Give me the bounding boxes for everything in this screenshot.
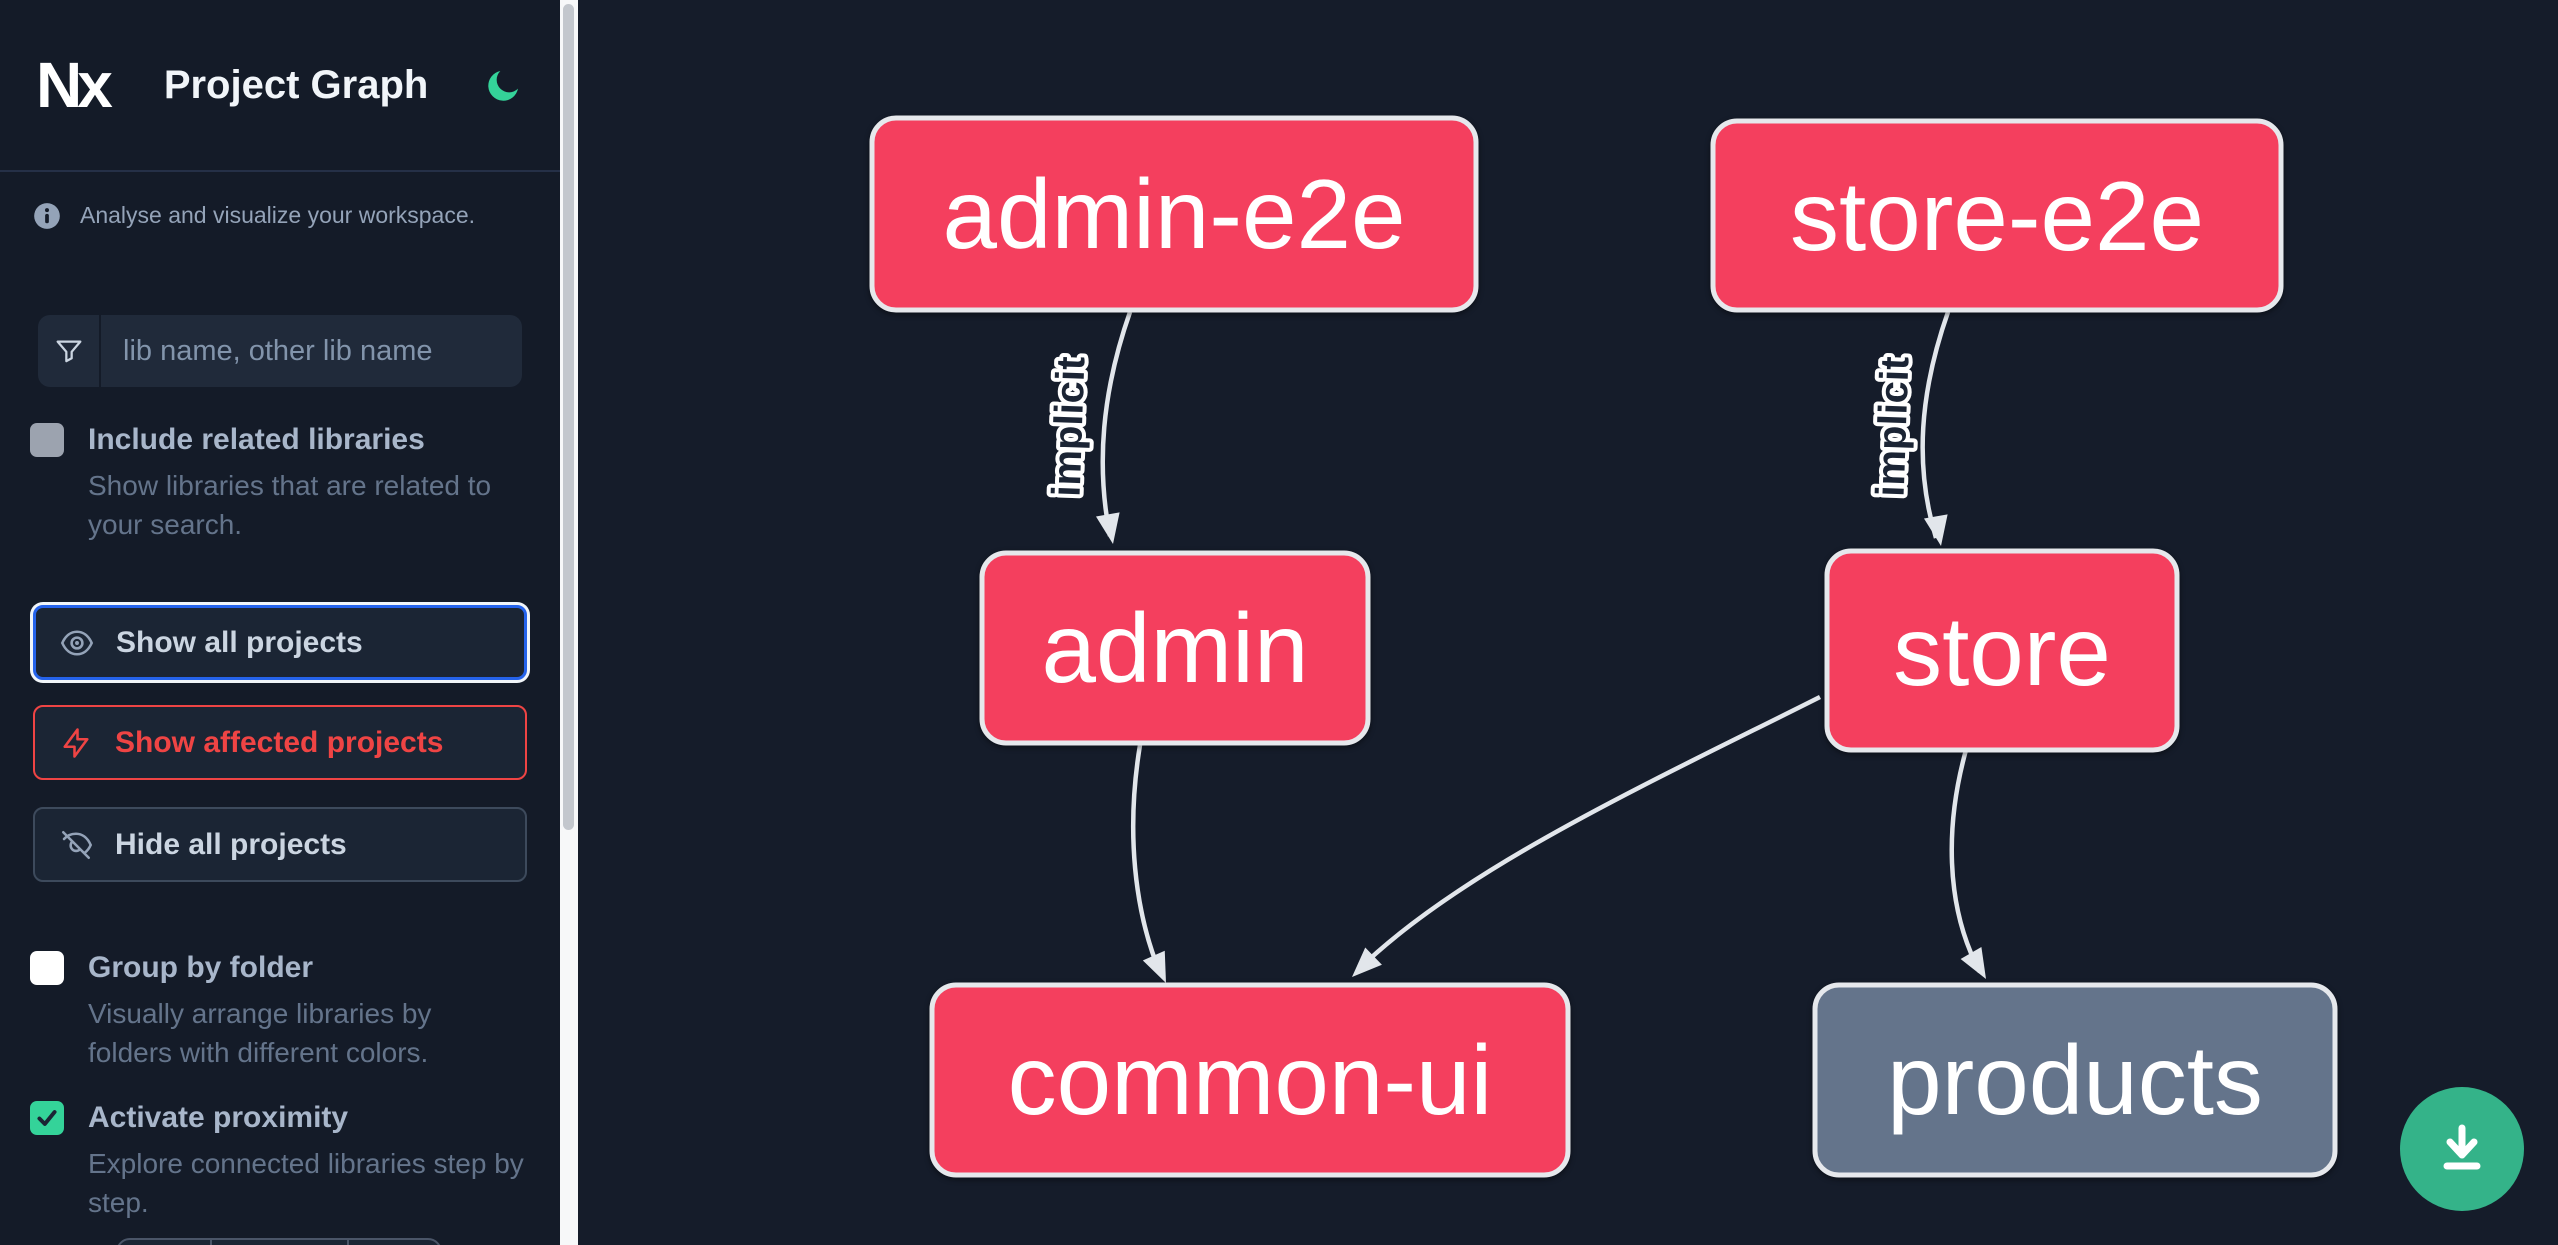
stepper-increment[interactable]	[349, 1240, 440, 1245]
proximity-depth-stepper[interactable]	[116, 1238, 442, 1245]
edge-store-products[interactable]	[1949, 749, 1982, 974]
group-by-folder-checkbox[interactable]	[30, 951, 64, 985]
edge-label-implicit: implicit	[1045, 356, 1094, 497]
node-products[interactable]: products	[1812, 982, 2338, 1178]
arrowhead-icon	[1352, 947, 1382, 977]
option-description: Visually arrange libraries by folders wi…	[88, 998, 432, 1068]
node-label: store	[1893, 596, 2111, 706]
node-admin[interactable]: admin	[979, 550, 1371, 746]
show-all-projects-button[interactable]: Show all projects	[33, 605, 527, 680]
graph-edges	[1095, 311, 1986, 983]
node-label: common-ui	[1008, 1025, 1493, 1135]
download-icon	[2443, 1124, 2481, 1170]
node-common-ui[interactable]: common-ui	[929, 982, 1571, 1178]
edge-store-e2e-store[interactable]	[1920, 311, 1951, 539]
arrowhead-icon	[1923, 514, 1948, 546]
lightning-icon	[63, 727, 89, 758]
search-input[interactable]	[101, 315, 522, 387]
page-title: Project Graph	[163, 62, 429, 107]
button-label: Show affected projects	[115, 725, 444, 759]
hide-all-projects-button[interactable]: Hide all projects	[33, 807, 527, 882]
eye-off-icon	[61, 830, 93, 859]
option-label: Activate proximity	[88, 1101, 349, 1134]
option-description: Show libraries that are related to your …	[88, 470, 492, 540]
stepper-decrement[interactable]	[118, 1240, 212, 1245]
moon-icon	[488, 71, 518, 101]
option-label: Group by folder	[88, 951, 313, 984]
option-include-related: Include related libraries Show libraries…	[30, 423, 530, 544]
info-icon	[34, 203, 60, 229]
checkmark-icon	[37, 1110, 57, 1126]
search-box	[38, 315, 522, 387]
edge-store-common-ui[interactable]	[1356, 694, 1822, 972]
arrowhead-icon	[1095, 512, 1120, 544]
stepper-value	[212, 1240, 350, 1245]
filter-icon-cell	[38, 315, 101, 387]
sidebar-scrollbar-track	[560, 0, 578, 1245]
sidebar-scrollbar-thumb[interactable]	[563, 4, 574, 830]
show-affected-projects-button[interactable]: Show affected projects	[33, 705, 527, 780]
download-image-button[interactable]	[2400, 1087, 2524, 1211]
workspace-info: Analyse and visualize your workspace.	[33, 200, 533, 230]
workspace-info-text: Analyse and visualize your workspace.	[80, 202, 476, 228]
button-label: Show all projects	[116, 625, 363, 659]
option-description: Explore connected libraries step by step…	[88, 1148, 524, 1218]
activate-proximity-checkbox[interactable]	[30, 1101, 64, 1135]
node-label: store-e2e	[1790, 161, 2204, 271]
node-store-e2e[interactable]: store-e2e	[1710, 118, 2284, 313]
edge-admin-e2e-admin[interactable]	[1100, 311, 1133, 537]
arrowhead-icon	[1142, 950, 1166, 983]
option-group-by-folder: Group by folder Visually arrange librari…	[30, 951, 530, 1072]
node-label: admin-e2e	[942, 159, 1405, 269]
node-store[interactable]: store	[1824, 548, 2180, 753]
node-admin-e2e[interactable]: admin-e2e	[869, 115, 1479, 313]
node-label: admin	[1042, 593, 1309, 703]
sidebar: Nx Project Graph Analyse and visualize y…	[0, 0, 560, 1245]
include-related-checkbox[interactable]	[30, 423, 64, 457]
edge-admin-common-ui[interactable]	[1130, 744, 1164, 976]
nx-logo: Nx	[36, 49, 113, 121]
arrowhead-icon	[1960, 947, 1986, 979]
button-label: Hide all projects	[115, 827, 347, 861]
sidebar-header: Nx Project Graph	[0, 0, 560, 172]
option-activate-proximity: Activate proximity Explore connected lib…	[30, 1101, 530, 1222]
eye-icon	[60, 629, 94, 656]
edge-label-implicit: implicit	[1869, 356, 1918, 497]
funnel-icon	[56, 340, 81, 363]
node-label: products	[1887, 1025, 2263, 1135]
theme-toggle-button[interactable]	[484, 65, 524, 105]
option-label: Include related libraries	[88, 423, 425, 456]
